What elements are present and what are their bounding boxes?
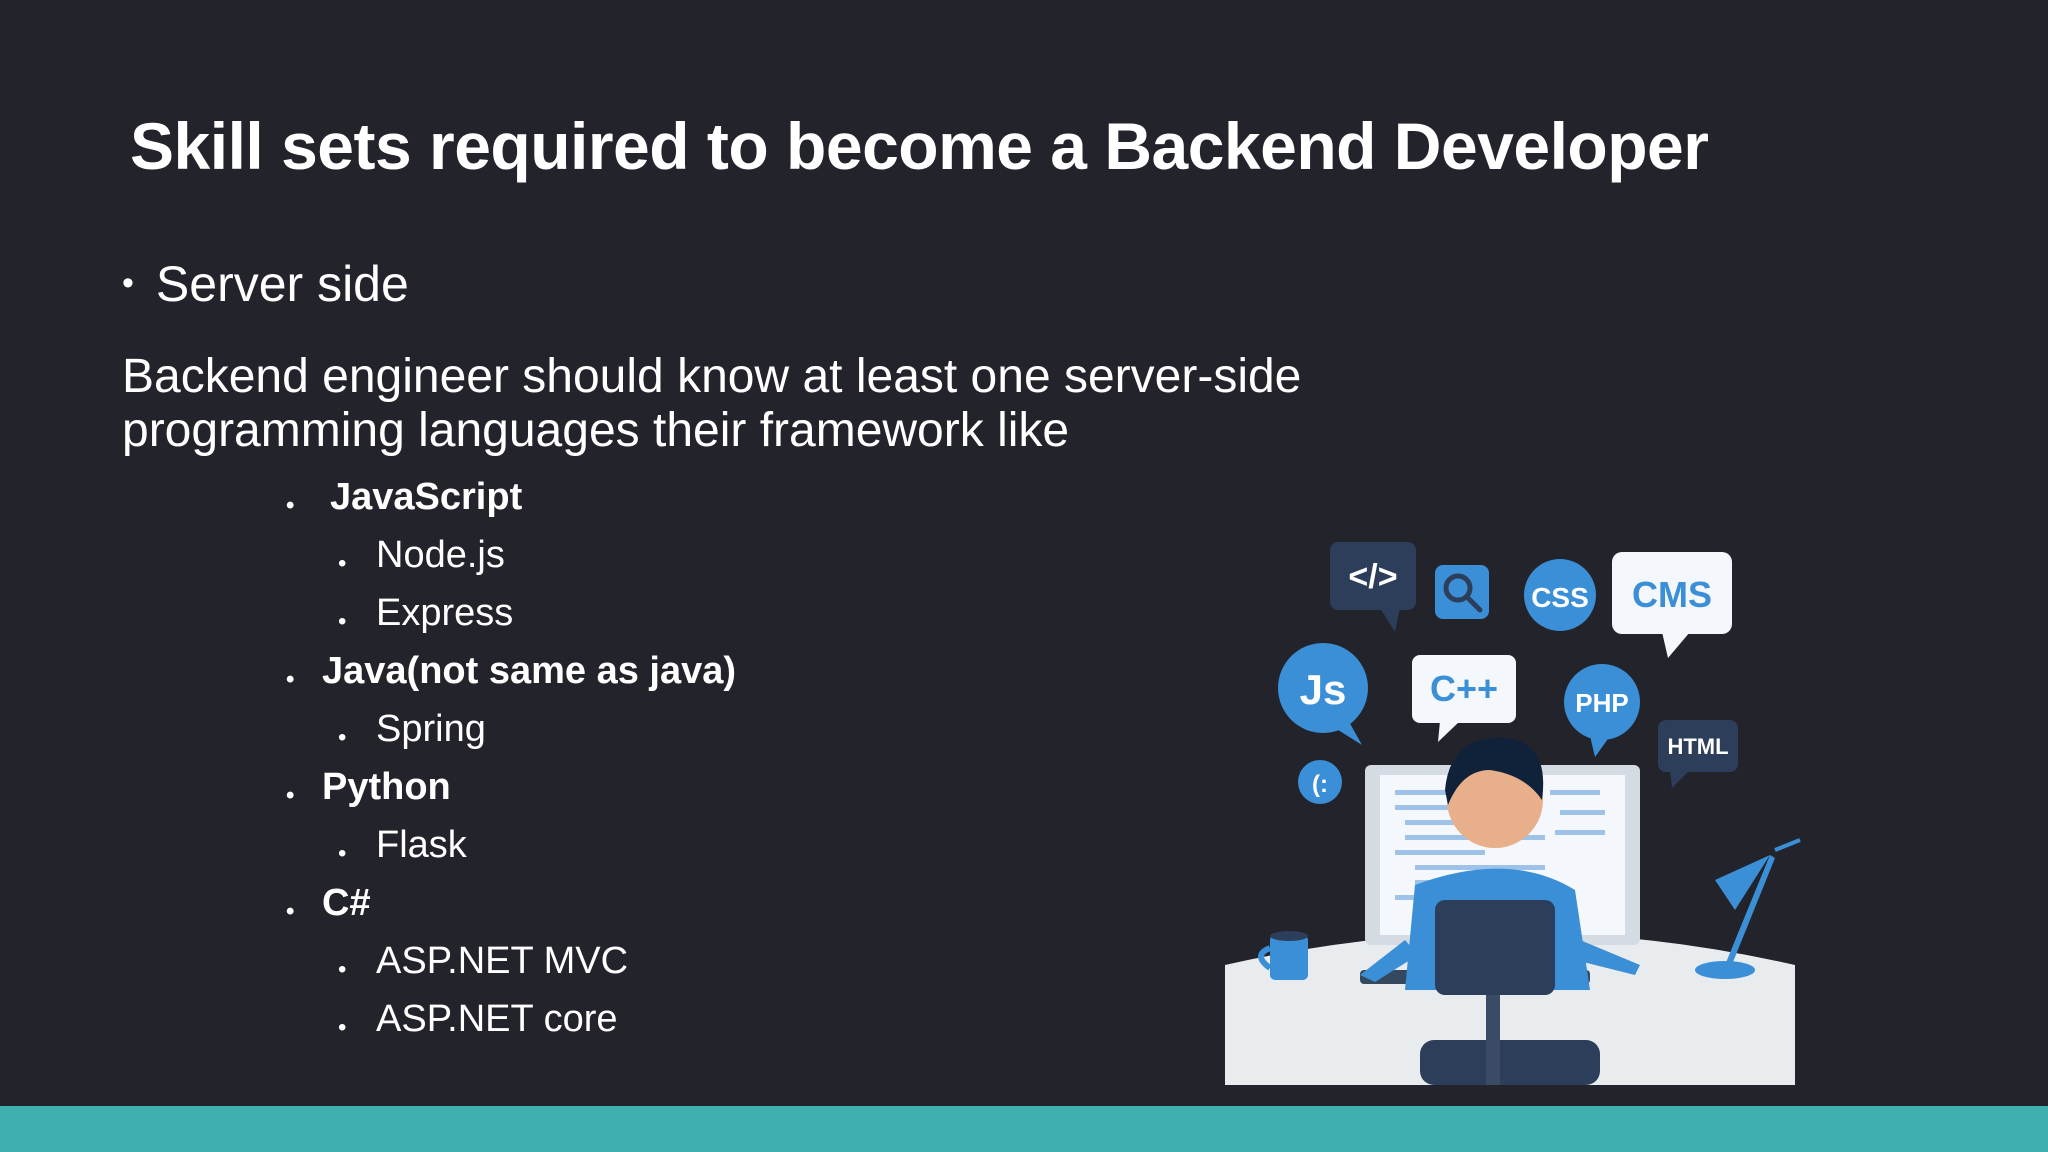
- developer-hair: [1445, 737, 1544, 805]
- bullet-dot: •: [122, 264, 134, 303]
- section-bullet-label: Server side: [155, 256, 409, 312]
- chair-back: [1435, 900, 1555, 995]
- mug-top: [1270, 931, 1308, 941]
- emoji-bubble: (:: [1298, 760, 1342, 804]
- bullet-dot: •: [338, 608, 347, 635]
- language-name: Python: [322, 766, 451, 808]
- lamp-shade: [1715, 855, 1770, 910]
- accent-bar: [0, 1106, 2048, 1152]
- language-item: • Java(not same as java): [286, 650, 737, 693]
- html-bubble: HTML: [1658, 720, 1738, 788]
- framework-name: Express: [376, 592, 514, 634]
- language-name: Java(not same as java): [322, 650, 737, 692]
- lamp-base: [1695, 961, 1755, 979]
- language-name: C#: [322, 882, 371, 924]
- cms-bubble-label: CMS: [1632, 574, 1712, 615]
- css-bubble-label: CSS: [1531, 582, 1589, 613]
- slide-title: Skill sets required to become a Backend …: [130, 109, 1709, 183]
- developer-illustration: </> CSS CMS Js C++ PHP HTML (:: [1225, 542, 1801, 1085]
- section-bullet: • Server side: [122, 255, 409, 313]
- bullet-dot: •: [338, 956, 347, 983]
- svg-text:(:: (:: [1312, 771, 1328, 798]
- bullet-dot: •: [338, 1014, 347, 1041]
- framework-name: ASP.NET core: [376, 998, 618, 1040]
- framework-item: • ASP.NET MVC: [338, 940, 629, 983]
- mug-handle: [1258, 945, 1272, 971]
- bullet-dot: •: [286, 782, 295, 809]
- bullet-dot: •: [286, 898, 295, 925]
- language-item: • Python: [286, 766, 451, 809]
- js-bubble: Js: [1278, 643, 1368, 745]
- cpp-bubble-label: C++: [1430, 668, 1498, 709]
- search-bubble: [1435, 565, 1489, 619]
- intro-line-1: Backend engineer should know at least on…: [122, 350, 1302, 403]
- intro-line-2: programming languages their framework li…: [122, 404, 1070, 457]
- php-bubble: PHP: [1564, 664, 1640, 757]
- bullet-dot: •: [338, 550, 347, 577]
- bullet-dot: •: [338, 840, 347, 867]
- lamp-top: [1774, 838, 1801, 852]
- chair-base: [1420, 1040, 1600, 1085]
- coffee-mug: [1270, 935, 1308, 980]
- language-item: • JavaScript: [286, 476, 523, 519]
- intro-paragraph: Backend engineer should know at least on…: [122, 350, 1301, 458]
- framework-item: • ASP.NET core: [338, 998, 618, 1041]
- cms-bubble: CMS: [1612, 552, 1732, 658]
- framework-name: ASP.NET MVC: [376, 940, 629, 982]
- css-bubble: CSS: [1524, 559, 1596, 631]
- lamp-arm: [1725, 855, 1775, 967]
- code-bubble: </>: [1330, 542, 1416, 632]
- framework-item: • Spring: [338, 708, 486, 751]
- cpp-bubble: C++: [1412, 655, 1516, 742]
- bullet-dot: •: [338, 724, 347, 751]
- js-bubble-label: Js: [1300, 666, 1347, 713]
- language-item: • C#: [286, 882, 371, 925]
- framework-name: Flask: [376, 824, 467, 866]
- bullet-dot: •: [286, 492, 295, 519]
- code-bubble-label: </>: [1348, 558, 1397, 596]
- html-bubble-label: HTML: [1667, 734, 1728, 759]
- developer-arm-left: [1360, 940, 1418, 982]
- framework-name: Node.js: [376, 534, 505, 576]
- framework-name: Spring: [376, 708, 486, 750]
- php-bubble-label: PHP: [1575, 688, 1628, 718]
- bullet-dot: •: [286, 666, 295, 693]
- framework-item: • Node.js: [338, 534, 505, 577]
- search-icon: [1443, 573, 1473, 603]
- language-name: JavaScript: [330, 476, 523, 518]
- framework-item: • Flask: [338, 824, 467, 867]
- framework-item: • Express: [338, 592, 514, 635]
- developer-arm-right: [1575, 940, 1640, 975]
